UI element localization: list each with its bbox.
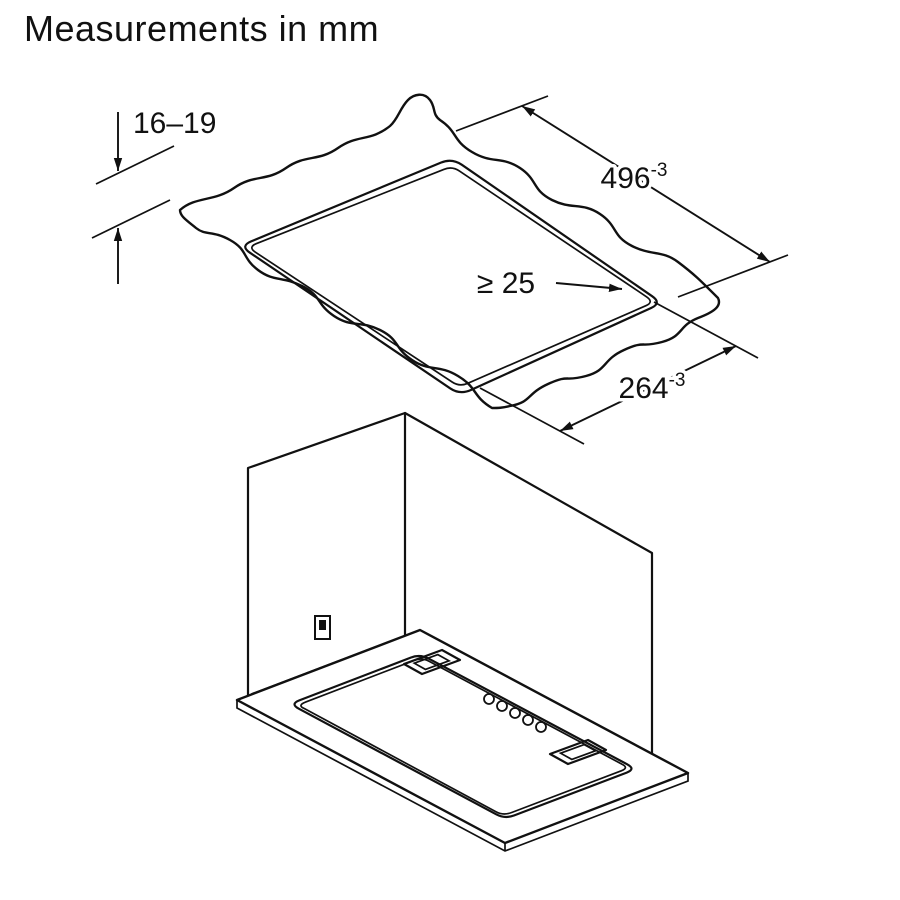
hood-unit xyxy=(235,628,690,852)
thickness-dimension-label: 16–19 xyxy=(133,107,216,140)
depth-dimension-label: 264-3 xyxy=(619,370,686,405)
panel-outline xyxy=(178,93,721,410)
page-title: Measurements in mm xyxy=(24,8,380,49)
control-buttons xyxy=(483,693,547,733)
width-dimension-label: 496-3 xyxy=(601,160,668,195)
depth-dimension: 264-3 xyxy=(479,301,759,445)
cutout-opening xyxy=(244,159,658,394)
depth-tolerance: -3 xyxy=(669,370,686,391)
control-button xyxy=(483,693,495,705)
wall-connector xyxy=(314,615,331,640)
cabinet-hood-figure xyxy=(235,411,690,852)
depth-value: 264 xyxy=(619,372,669,405)
width-dimension: 496-3 xyxy=(455,95,789,298)
clearance-annotation: ≥ 25 xyxy=(473,264,623,304)
control-button xyxy=(535,721,547,733)
control-button xyxy=(522,714,534,726)
hood-bottom-panel xyxy=(235,628,690,845)
vent-slider-right xyxy=(548,738,608,766)
control-button xyxy=(496,700,508,712)
vent-slider-left xyxy=(402,648,462,676)
panel-cutout-figure: 16–19 496-3 ≥ 25 264-3 xyxy=(91,93,789,445)
clearance-label: ≥ 25 xyxy=(477,267,535,300)
control-button xyxy=(509,707,521,719)
width-value: 496 xyxy=(601,162,651,195)
width-tolerance: -3 xyxy=(651,160,668,181)
thickness-dimension: 16–19 xyxy=(91,104,220,284)
